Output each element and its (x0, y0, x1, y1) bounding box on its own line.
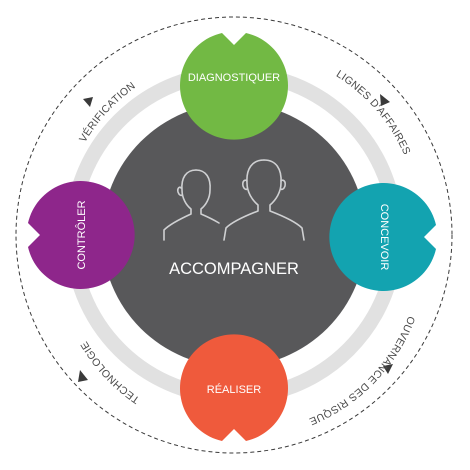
outer-dashed-circle (15, 16, 453, 454)
phase-label-controler: CONTRÔLER (75, 200, 88, 269)
phase-concevoir[interactable]: CONCEVOIR (329, 182, 436, 291)
arrow-bottom-left-icon (78, 370, 88, 382)
two-people-icon (163, 159, 305, 241)
phase-label-concevoir: CONCEVOIR (378, 204, 390, 271)
center-label: ACCOMPAGNER (169, 260, 299, 278)
phase-shape-realiser[interactable] (180, 334, 289, 441)
phase-shape-concevoir[interactable] (329, 182, 436, 291)
phase-controler[interactable]: CONTRÔLER (28, 180, 135, 290)
phase-shape-controler[interactable] (28, 180, 135, 290)
center-circle (102, 103, 366, 367)
arrow-top-left-icon (83, 97, 93, 107)
phase-shape-diagnostiquer[interactable] (179, 33, 289, 140)
phase-diagnostiquer[interactable]: DIAGNOSTIQUER (179, 33, 289, 140)
arrow-top-right-icon (380, 94, 390, 106)
phase-label-realiser: RÉALISER (207, 383, 261, 396)
phase-realiser[interactable]: RÉALISER (180, 334, 289, 441)
phase-label-diagnostiquer: DIAGNOSTIQUER (188, 72, 280, 84)
arrow-bottom-right-icon (383, 364, 393, 374)
